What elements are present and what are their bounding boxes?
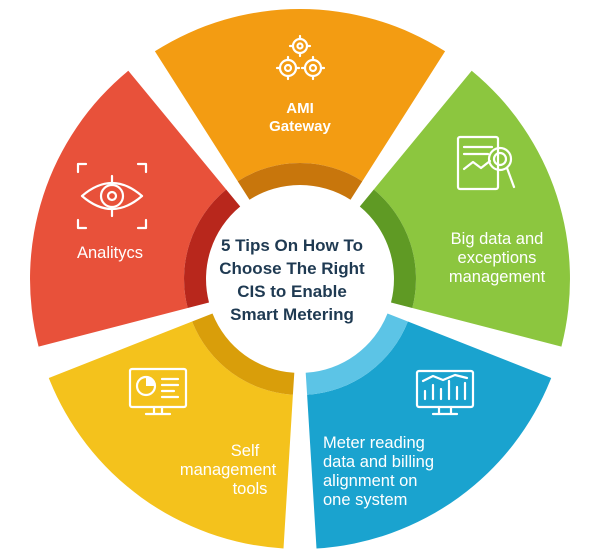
- wheel-segments: [30, 8, 570, 549]
- report-magnifier-icon: [456, 135, 516, 191]
- analytics-label-line-1: Analitycs: [77, 244, 143, 262]
- segment-self-management: Self management tools: [128, 367, 277, 498]
- analytics-monitor-icon: [415, 369, 475, 416]
- center-title-line-2: Choose The Right: [219, 259, 365, 278]
- self-label-line-2: management: [180, 461, 277, 479]
- dashboard-monitor-icon: [128, 367, 188, 416]
- ami-label-line-2: Gateway: [269, 118, 331, 135]
- meter-label-line-4: one system: [323, 491, 407, 509]
- segment-bigdata-inner-shade: [359, 189, 416, 308]
- segment-analytics-band: [30, 70, 227, 347]
- center-title-line-4: Smart Metering: [230, 305, 354, 324]
- segment-meter-inner-shade: [305, 313, 408, 395]
- bigdata-label-line-2: exceptions: [458, 249, 537, 267]
- bigdata-label-line-1: Big data and: [451, 230, 544, 248]
- segment-self-band: [48, 321, 293, 549]
- segment-big-data: Big data and exceptions management: [449, 135, 546, 286]
- meter-label-line-3: alignment on: [323, 472, 417, 490]
- segment-analytics: Analitycs: [76, 162, 148, 262]
- eye-scan-icon: [76, 162, 148, 230]
- segment-meter-reading: Meter reading data and billing alignment…: [323, 369, 475, 509]
- segment-ami-gateway: AMI Gateway: [269, 34, 332, 135]
- center-title-line-3: CIS to Enable: [237, 282, 347, 301]
- bigdata-label-line-3: management: [449, 268, 546, 286]
- segment-meter-band: [307, 321, 552, 549]
- segment-ami-inner-shade: [237, 163, 363, 200]
- center-title-line-1: 5 Tips On How To: [221, 236, 363, 255]
- segment-self-inner-shade: [192, 313, 295, 395]
- self-label-line-1: Self: [231, 442, 260, 460]
- segment-bigdata-band: [373, 70, 570, 347]
- ami-label-line-1: AMI: [286, 100, 314, 117]
- segment-ami-band: [154, 8, 446, 182]
- self-label-line-3: tools: [233, 480, 268, 498]
- meter-label-line-2: data and billing: [323, 453, 434, 471]
- center-title: 5 Tips On How To Choose The Right CIS to…: [219, 236, 365, 324]
- gears-icon: [275, 34, 326, 81]
- meter-label-line-1: Meter reading: [323, 434, 425, 452]
- segment-analytics-inner-shade: [184, 189, 241, 308]
